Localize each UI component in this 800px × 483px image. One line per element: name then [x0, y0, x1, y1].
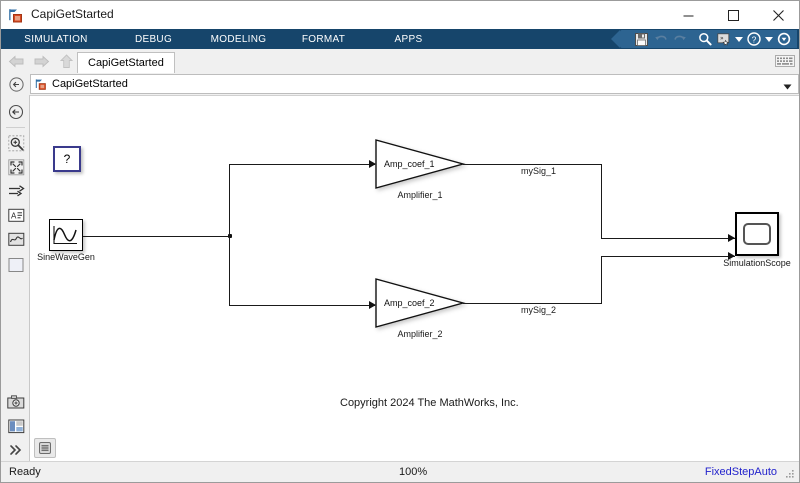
svg-text:A: A [11, 211, 17, 220]
window-controls [666, 1, 799, 29]
maximize-button[interactable] [711, 1, 756, 29]
save-icon[interactable] [632, 31, 651, 48]
wire-branch-to-amp2 [229, 305, 375, 306]
simulink-model-icon [35, 78, 48, 91]
palette-divider [6, 127, 25, 128]
expand-chevron-icon[interactable] [6, 440, 26, 460]
wire-branch-to-amp1 [229, 164, 375, 165]
resize-grip-icon[interactable] [785, 469, 795, 479]
tab-format[interactable]: FORMAT [301, 33, 346, 45]
model-tab[interactable]: CapiGetStarted [77, 52, 175, 73]
arrowhead-amp2-input [369, 301, 376, 309]
doc-block[interactable]: ? [53, 146, 81, 172]
minimize-button[interactable] [666, 1, 711, 29]
copyright-annotation: Copyright 2024 The MathWorks, Inc. [340, 397, 519, 409]
signal-label-mysig1: mySig_1 [521, 166, 557, 176]
redo-icon[interactable] [670, 31, 689, 48]
model-tab-row: CapiGetStarted [1, 49, 799, 73]
search-icon[interactable] [695, 31, 714, 48]
simulation-scope-label: SimulationScope [723, 258, 791, 268]
tab-debug[interactable]: DEBUG [134, 33, 173, 45]
wire-to-scope-port2 [601, 256, 735, 257]
toolstrip: SIMULATION DEBUG MODELING FORMAT APPS [1, 29, 799, 49]
camera-icon[interactable] [6, 392, 26, 412]
toolstrip-tabs: SIMULATION DEBUG MODELING FORMAT APPS [1, 29, 451, 49]
amplifier-2-block[interactable]: Amp_coef_2 [375, 278, 466, 328]
zoom-in-icon[interactable] [6, 133, 26, 153]
hide-explorer-icon[interactable] [6, 102, 26, 122]
amplifier-2-gain-text: Amp_coef_2 [384, 298, 435, 308]
block-diagram: ? SineWaveGen [30, 96, 799, 461]
wire-sine-to-junction [83, 236, 230, 237]
scope-viewer-icon[interactable] [6, 229, 26, 249]
scope-screen-icon [743, 223, 771, 245]
sine-wave-gen-block[interactable] [49, 219, 83, 251]
svg-text:»: » [720, 35, 724, 42]
amplifier-1-label: Amplifier_1 [397, 190, 443, 200]
tab-apps[interactable]: APPS [394, 33, 423, 45]
up-arrow-icon[interactable] [57, 52, 75, 70]
quick-access-toolbar: » ? [611, 30, 797, 48]
svg-text:?: ? [751, 34, 756, 44]
chevron-down-icon[interactable] [783, 82, 792, 90]
simulation-scope-block[interactable] [735, 212, 779, 256]
back-arrow-icon[interactable] [7, 52, 25, 70]
sine-wave-gen-label: SineWaveGen [37, 252, 95, 262]
status-bar: Ready 100% FixedStepAuto [1, 461, 799, 482]
help-icon[interactable]: ? [744, 31, 763, 48]
data-inspector-icon[interactable] [34, 438, 56, 458]
layout-icon[interactable] [6, 416, 26, 436]
wire-to-scope-port1 [601, 238, 735, 239]
solver-link[interactable]: FixedStepAuto [704, 466, 777, 478]
fit-to-view-icon[interactable] [6, 157, 26, 177]
show-toolstrip-icon[interactable] [774, 31, 793, 48]
favorites-icon[interactable]: » [714, 31, 733, 48]
wire-amp2-rail-vertical [601, 256, 602, 304]
breadcrumb-row: CapiGetStarted [1, 73, 799, 95]
arrowhead-scope-port1 [728, 234, 735, 242]
navigate-back-icon[interactable] [8, 76, 25, 93]
keyboard-icon[interactable] [775, 55, 795, 67]
wire-amp1-rail-vertical [601, 164, 602, 238]
undo-icon[interactable] [651, 31, 670, 48]
favorites-chevron-down-icon[interactable] [733, 31, 744, 48]
amplifier-1-block[interactable]: Amp_coef_1 [375, 139, 466, 189]
status-text: Ready [9, 466, 41, 478]
subsystem-icon[interactable] [6, 255, 26, 275]
amplifier-2-label: Amplifier_2 [397, 329, 443, 339]
help-chevron-down-icon[interactable] [763, 31, 774, 48]
signal-label-mysig2: mySig_2 [521, 305, 557, 315]
doc-block-label: ? [63, 152, 71, 166]
window-title: CapiGetStarted [31, 7, 114, 21]
wire-amp2-out [463, 303, 602, 304]
close-button[interactable] [756, 1, 799, 29]
annotation-icon[interactable]: A [6, 205, 26, 225]
navigation-arrows [7, 52, 75, 70]
wire-amp1-out [463, 164, 602, 165]
signal-branch-point [228, 234, 232, 238]
tab-simulation[interactable]: SIMULATION [24, 33, 88, 45]
canvas-toolbar: A [1, 95, 30, 461]
arrowhead-scope-port2 [728, 252, 735, 260]
model-tab-label: CapiGetStarted [88, 57, 164, 69]
arrowhead-amp1-input [369, 160, 376, 168]
forward-arrow-icon[interactable] [32, 52, 50, 70]
amplifier-1-gain-text: Amp_coef_1 [384, 159, 435, 169]
breadcrumb[interactable]: CapiGetStarted [30, 74, 799, 94]
model-canvas[interactable]: ? SineWaveGen [30, 95, 799, 461]
tab-modeling[interactable]: MODELING [210, 33, 267, 45]
wire-branch-vertical [229, 164, 230, 306]
title-bar: CapiGetStarted [1, 1, 799, 29]
zoom-level[interactable]: 100% [399, 466, 428, 478]
breadcrumb-path: CapiGetStarted [52, 78, 128, 90]
signal-routing-icon[interactable] [6, 181, 26, 201]
simulink-model-icon [8, 7, 25, 24]
